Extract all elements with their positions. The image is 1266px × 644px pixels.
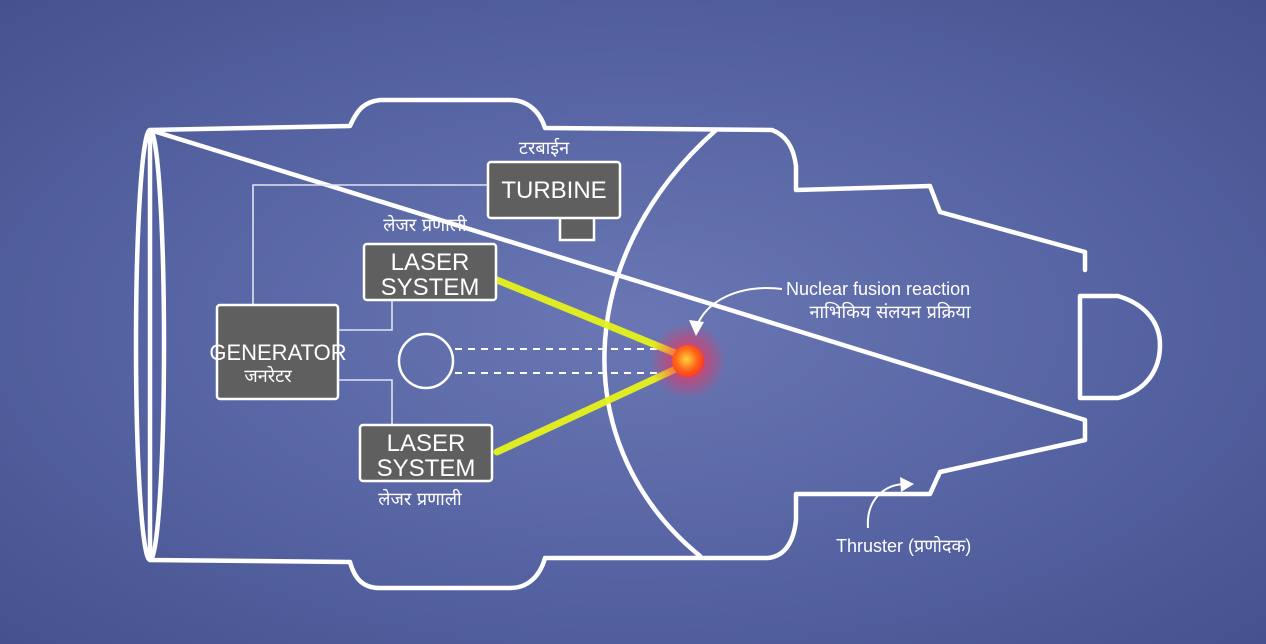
thruster-pointer-arrow [866, 483, 907, 529]
thruster-label: Thruster (प्रणोदक) [836, 535, 971, 556]
fusion-caption: नाभिकिय संलयन प्रक्रिया [810, 301, 971, 323]
generator-caption: जनरेटर [244, 365, 292, 387]
turbine-label: TURBINE [501, 177, 606, 204]
generator-box [215, 303, 340, 401]
laser-bottom-label-1: LASER [387, 430, 466, 457]
fusion-pointer-arrowhead [689, 320, 704, 336]
laser-system-bottom-box [358, 423, 494, 483]
laser-bottom-label-2: SYSTEM [377, 455, 476, 482]
laser-beam-bottom [493, 363, 684, 456]
thruster-nozzle [1077, 293, 1163, 401]
fusion-pointer-arrow [695, 287, 783, 329]
generator-turbine-wire [252, 184, 488, 305]
laser-beam-top [493, 276, 684, 359]
fuel-pellet [397, 332, 455, 390]
turbine-box [486, 160, 622, 220]
fusion-core [672, 345, 704, 377]
laser-top-caption: लेजर प्रणाली [383, 214, 467, 236]
laser-top-label-2: SYSTEM [381, 274, 480, 301]
generator-laser-top-wire [338, 300, 393, 331]
inlet-ring [133, 127, 167, 563]
turbine-caption: टरबाईन [519, 137, 570, 159]
thruster-pointer-arrowhead [900, 477, 914, 492]
laser-bottom-caption: लेजर प्रणाली [378, 488, 462, 510]
laser-system-top-box [362, 242, 498, 302]
fusion-label: Nuclear fusion reaction [786, 279, 970, 299]
generator-laser-bottom-wire [338, 379, 393, 425]
reactor-chamber-arc [602, 127, 719, 559]
laser-top-label-1: LASER [391, 249, 470, 276]
engine-body-outline [147, 97, 1088, 591]
generator-label: GENERATOR [209, 340, 346, 365]
